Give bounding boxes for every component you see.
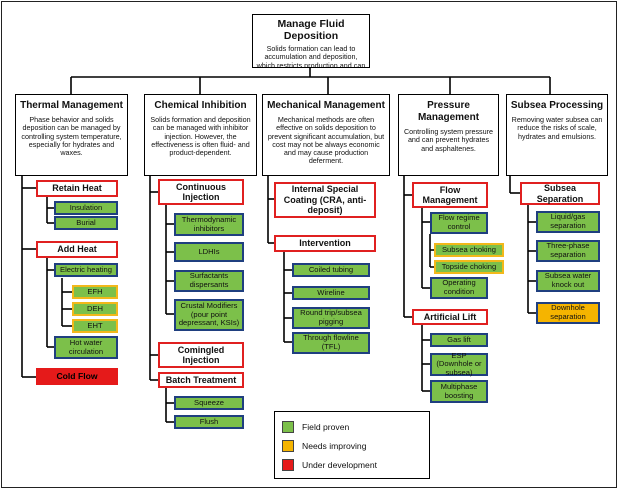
legend: Field proven Needs improving Under devel… [274, 411, 430, 479]
column-thermal: Thermal Management Phase behavior and so… [15, 94, 128, 176]
liquid-gas-separation-node: Liquid/gas separation [536, 211, 600, 233]
column-chemical: Chemical Inhibition Solids formation and… [144, 94, 257, 176]
subsea-separation-node: Subsea Separation [520, 182, 600, 205]
legend-label: Under development [302, 460, 378, 470]
column-desc: Mechanical methods are often effective o… [267, 115, 385, 166]
legend-label: Field proven [302, 422, 350, 432]
water-knock-out-node: Subsea water knock out [536, 270, 600, 292]
column-desc: Removing water subsea can reduce the ris… [511, 115, 603, 141]
legend-swatch [282, 440, 294, 452]
topside-choking-node: Topside choking [434, 260, 504, 274]
root-desc: Solids formation can lead to accumulatio… [256, 44, 366, 68]
retain-heat-node: Retain Heat [36, 180, 118, 197]
column-desc: Solids formation and deposition can be m… [150, 115, 251, 158]
three-phase-separation-node: Three-phase separation [536, 240, 600, 262]
round-trip-pigging-node: Round trip/subsea pigging [292, 307, 370, 329]
subsea-choking-node: Subsea choking [434, 243, 504, 257]
internal-coating-node: Internal Special Coating (CRA, anti-depo… [274, 182, 376, 218]
batch-treatment-node: Batch Treatment [158, 372, 244, 388]
flow-regime-control-node: Flow regime control [430, 212, 488, 234]
column-mechanical: Mechanical Management Mechanical methods… [262, 94, 390, 176]
legend-item-field-proven: Field proven [282, 421, 349, 433]
column-title: Pressure Management [417, 100, 480, 123]
artificial-lift-node: Artificial Lift [412, 309, 488, 325]
downhole-separation-node: Downhole separation [536, 302, 600, 324]
legend-swatch [282, 421, 294, 433]
flow-management-node: Flow Management [412, 182, 488, 208]
through-flowline-node: Through flowline (TFL) [292, 332, 370, 354]
column-title: Subsea Processing [510, 100, 604, 111]
column-pressure: Pressure Management Controlling system p… [398, 94, 499, 176]
electric-heating-node: Electric heating [54, 263, 118, 277]
gas-lift-node: Gas lift [430, 333, 488, 347]
root-node: Manage Fluid Deposition Solids formation… [252, 14, 370, 68]
column-desc: Phase behavior and solids deposition can… [21, 115, 122, 158]
thermodynamic-inhibitors-node: Thermodynamic inhibitors [174, 213, 244, 236]
intervention-node: Intervention [274, 235, 376, 252]
cold-flow-node: Cold Flow [36, 368, 118, 385]
ldhis-node: LDHIs [174, 242, 244, 262]
column-title: Mechanical Management [267, 100, 385, 111]
crustal-modifiers-node: Crustal Modifiers (pour point depressant… [174, 299, 244, 331]
column-title: Chemical Inhibition [154, 100, 247, 111]
column-desc: Controlling system pressure and can prev… [403, 127, 494, 153]
root-title: Manage Fluid Deposition [277, 18, 345, 42]
multiphase-boosting-node: Multiphase boosting [430, 380, 488, 403]
legend-swatch [282, 459, 294, 471]
flush-node: Flush [174, 415, 244, 429]
deh-node: DEH [72, 302, 118, 316]
continuous-injection-node: Continuous Injection [158, 179, 244, 205]
esp-node: ESP (Downhole or subsea) [430, 351, 488, 377]
efh-node: EFH [72, 285, 118, 299]
squeeze-node: Squeeze [174, 396, 244, 410]
hot-water-node: Hot water circulation [54, 336, 118, 359]
wireline-node: Wireline [292, 286, 370, 300]
legend-label: Needs improving [302, 441, 367, 451]
comingled-injection-node: Comingled Injection [158, 342, 244, 368]
coiled-tubing-node: Coiled tubing [292, 263, 370, 277]
column-subsea: Subsea Processing Removing water subsea … [506, 94, 608, 176]
insulation-node: Insulation [54, 201, 118, 215]
column-title: Thermal Management [20, 100, 123, 111]
operating-condition-node: Operating condition [430, 277, 488, 299]
legend-item-under-development: Under development [282, 459, 377, 471]
add-heat-node: Add Heat [36, 241, 118, 258]
eht-node: EHT [72, 319, 118, 333]
surfactants-node: Surfactants dispersants [174, 270, 244, 292]
legend-item-needs-improving: Needs improving [282, 440, 366, 452]
burial-node: Burial [54, 216, 118, 230]
